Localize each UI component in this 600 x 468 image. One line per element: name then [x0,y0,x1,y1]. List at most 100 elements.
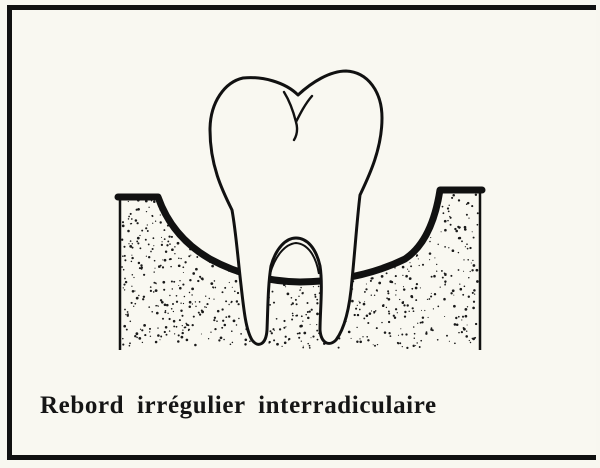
stipple-dot [132,290,135,293]
stipple-dot [402,275,403,276]
stipple-dot [418,258,419,259]
stipple-dot [463,259,464,260]
stipple-dot [178,213,180,215]
stipple-dot [407,269,408,270]
stipple-dot [225,316,227,318]
stipple-dot [373,344,374,345]
stipple-dot [214,280,216,282]
stipple-dot [386,307,387,308]
stipple-dot [409,247,411,249]
stipple-dot [393,315,395,317]
stipple-dot [445,283,446,284]
stipple-dot [309,310,311,312]
stipple-dot [128,243,129,244]
stipple-dot [416,255,417,256]
stipple-dot [357,305,358,306]
stipple-dot [466,203,468,205]
stipple-dot [477,212,479,214]
stipple-dot [135,219,138,222]
stipple-dot [296,303,298,305]
stipple-dot [184,326,186,328]
stipple-dot [316,302,318,304]
stipple-dot [369,223,370,224]
stipple-dot [217,218,220,221]
stipple-dot [420,229,421,230]
stipple-dot [182,284,184,286]
stipple-dot [167,240,169,242]
stipple-dot [211,265,214,268]
stipple-dot [162,281,165,284]
stipple-dot [184,200,185,201]
stipple-dot [227,222,228,223]
stipple-dot [222,291,224,293]
stipple-dot [244,343,246,345]
stipple-dot [163,229,165,231]
stipple-dot [415,287,418,290]
stipple-dot [436,264,437,265]
stipple-dot [164,259,167,262]
stipple-dot [181,194,184,197]
stipple-dot [467,248,469,250]
stipple-dot [401,334,403,336]
stipple-dot [461,319,462,320]
stipple-dot [292,313,294,315]
stipple-dot [465,246,466,247]
stipple-dot [150,251,152,253]
stipple-dot [193,316,195,318]
stipple-dot [421,310,422,311]
stipple-dot [441,231,442,232]
stipple-dot [131,257,133,259]
stipple-dot [199,301,201,303]
stipple-dot [316,299,318,301]
stipple-dot [416,342,417,343]
stipple-dot [403,304,405,306]
stipple-dot [146,256,147,257]
stipple-dot [302,321,303,322]
stipple-dot [458,332,460,334]
stipple-dot [285,336,287,338]
stipple-dot [419,346,421,348]
stipple-dot [398,196,400,198]
stipple-dot [182,266,184,268]
stipple-dot [227,233,229,235]
stipple-dot [210,213,212,215]
stipple-dot [132,243,133,244]
stipple-dot [131,218,133,220]
stipple-dot [123,325,126,328]
stipple-dot [202,245,204,247]
stipple-dot [209,209,211,211]
stipple-dot [139,235,140,236]
stipple-dot [133,306,134,307]
stipple-dot [125,314,126,315]
stipple-dot [124,278,126,280]
stipple-dot [288,259,290,261]
stipple-dot [378,254,380,256]
stipple-dot [164,331,166,333]
stipple-dot [397,220,399,222]
stipple-dot [157,327,158,328]
stipple-dot [448,247,449,248]
stipple-dot [160,221,162,223]
stipple-dot [198,312,200,314]
stipple-dot [311,337,312,338]
stipple-dot [298,337,300,339]
stipple-dot [178,285,179,286]
stipple-dot [371,310,372,311]
stipple-dot [232,342,234,344]
stipple-dot [362,216,363,217]
stipple-dot [182,325,183,326]
stipple-dot [173,218,175,220]
stipple-dot [171,248,174,251]
stipple-dot [370,277,372,279]
stipple-dot [171,308,173,310]
stipple-dot [180,258,181,259]
stipple-dot [127,315,129,317]
stipple-dot [376,289,378,291]
stipple-dot [189,306,192,309]
stipple-dot [472,338,475,341]
stipple-dot [136,209,138,211]
stipple-dot [444,229,447,232]
stipple-dot [316,324,317,325]
stipple-dot [348,331,351,334]
stipple-dot [167,198,169,200]
